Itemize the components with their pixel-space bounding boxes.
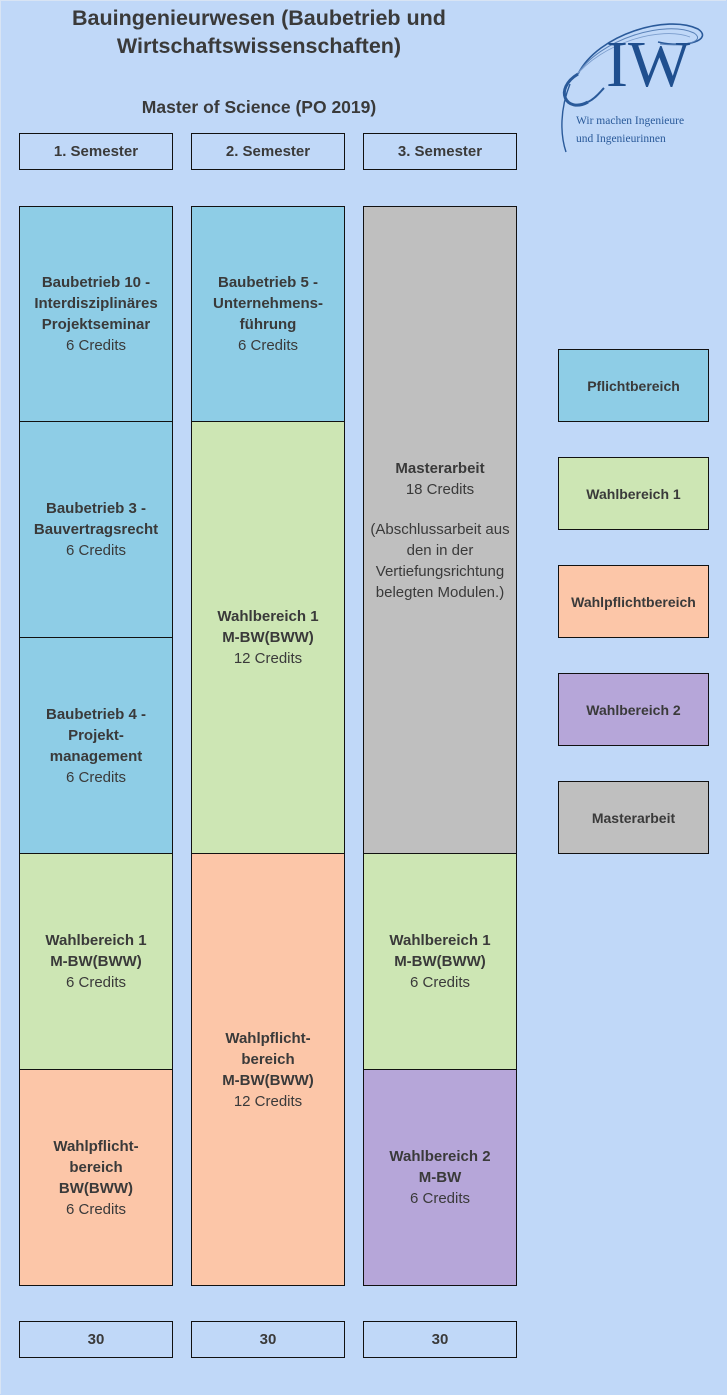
module-note-line: belegten Modulen.) bbox=[375, 583, 505, 601]
title-line-2: Wirtschaftswissenschaften) bbox=[116, 34, 402, 58]
semester-header-3: 3. Semester bbox=[363, 133, 517, 170]
module-credits: 6 Credits bbox=[409, 974, 471, 991]
module-credits: 6 Credits bbox=[409, 1190, 471, 1207]
module-credits: 6 Credits bbox=[65, 768, 127, 786]
module-name: Baubetrieb 5 - bbox=[217, 274, 319, 291]
logo-tagline-1: Wir machen Ingenieure bbox=[576, 115, 685, 127]
legend-wahlbereich-1: Wahlbereich 1 bbox=[558, 457, 709, 530]
module-note-line: (Abschlussarbeit aus bbox=[370, 520, 510, 538]
legend-label: Wahlbereich 1 bbox=[586, 485, 681, 502]
module-name: BW(BWW) bbox=[58, 1179, 134, 1197]
total-value: 30 bbox=[87, 1331, 105, 1348]
semester-header-2: 2. Semester bbox=[191, 133, 345, 170]
module-block: Wahlbereich 2 M-BW 6 Credits bbox=[363, 1069, 517, 1286]
semester-total-1: 30 bbox=[19, 1321, 173, 1358]
semester-label: 1. Semester bbox=[53, 143, 139, 160]
module-credits: 6 Credits bbox=[65, 974, 127, 991]
semester-header-1: 1. Semester bbox=[19, 133, 173, 170]
module-name: Wahlpflicht- bbox=[225, 1029, 311, 1047]
module-block: Masterarbeit 18 Credits (Abschlussarbeit a… bbox=[363, 206, 517, 854]
logo-tagline-2: und Ingenieurinnen bbox=[576, 133, 666, 145]
module-name: Baubetrieb 4 - bbox=[45, 705, 147, 723]
module-name: M-BW(BWW) bbox=[394, 953, 486, 970]
module-name: Wahlbereich 2 bbox=[389, 1148, 491, 1165]
module-name: Projektseminar bbox=[41, 316, 151, 333]
module-name: Baubetrieb 3 - bbox=[45, 500, 147, 517]
legend-label: Pflichtbereich bbox=[587, 377, 680, 394]
total-value: 30 bbox=[431, 1331, 449, 1348]
module-name: M-BW bbox=[418, 1169, 462, 1186]
semester-total-3: 30 bbox=[363, 1321, 517, 1358]
module-name: Projekt- bbox=[68, 726, 124, 744]
module-name: Wahlpflicht- bbox=[53, 1137, 139, 1155]
module-credits: 12 Credits bbox=[233, 1092, 303, 1110]
module-name: führung bbox=[239, 316, 297, 333]
module-name: Unternehmens- bbox=[212, 295, 324, 312]
module-name: bereich bbox=[241, 1050, 295, 1068]
title-line-1: Bauingenieurwesen (Baubetrieb und bbox=[72, 6, 446, 30]
legend-label: Wahlpflichtbereich bbox=[571, 593, 696, 610]
module-name: M-BW(BWW) bbox=[50, 953, 142, 970]
module-block: Wahlbereich 1 M-BW(BWW) 12 Credits bbox=[191, 421, 345, 854]
legend-pflichtbereich: Pflichtbereich bbox=[558, 349, 709, 422]
module-note-line: den in der bbox=[406, 541, 474, 559]
module-note-line: Vertiefungsrichtung bbox=[375, 562, 505, 580]
module-name: Wahlbereich 1 bbox=[389, 932, 491, 949]
module-credits: 6 Credits bbox=[65, 1200, 127, 1218]
iw-logo: IW Wir machen Ingenieure und Ingenieurin… bbox=[548, 14, 718, 156]
swoosh-icon bbox=[561, 23, 704, 153]
module-block: Baubetrieb 4 - Projekt-management 6 Credit… bbox=[19, 637, 173, 854]
module-block: Baubetrieb 5 - Unternehmens-führung 6 Cred… bbox=[191, 206, 345, 422]
module-credits: 6 Credits bbox=[65, 337, 127, 354]
module-name: M-BW(BWW) bbox=[222, 1071, 314, 1089]
module-block: Wahlbereich 1 M-BW(BWW) 6 Credits bbox=[19, 853, 173, 1070]
semester-label: 2. Semester bbox=[225, 143, 311, 160]
total-value: 30 bbox=[259, 1331, 277, 1348]
legend-wahlpflichtbereich: Wahlpflichtbereich bbox=[558, 565, 709, 638]
module-name: bereich bbox=[69, 1158, 123, 1176]
module-block: Wahlbereich 1 M-BW(BWW) 6 Credits bbox=[363, 853, 517, 1070]
module-name: Wahlbereich 1 bbox=[217, 608, 319, 625]
legend-wahlbereich-2: Wahlbereich 2 bbox=[558, 673, 709, 746]
logo-letters: IW bbox=[606, 28, 691, 101]
module-name: M-BW(BWW) bbox=[222, 629, 314, 646]
module-name: Baubetrieb 10 - bbox=[41, 274, 151, 291]
legend-label: Wahlbereich 2 bbox=[586, 701, 681, 718]
module-credits: 18 Credits bbox=[405, 480, 475, 498]
semester-total-2: 30 bbox=[191, 1321, 345, 1358]
legend-label: Masterarbeit bbox=[591, 809, 676, 826]
module-credits: 6 Credits bbox=[237, 337, 299, 354]
module-name: Bauvertragsrecht bbox=[33, 521, 159, 538]
degree-subtitle: Master of Science (PO 2019) bbox=[141, 97, 377, 117]
module-name: Wahlbereich 1 bbox=[45, 932, 147, 949]
module-name: Masterarbeit bbox=[395, 459, 485, 477]
module-block: Baubetrieb 3 - Bauvertragsrecht 6 Credits bbox=[19, 421, 173, 638]
semester-label: 3. Semester bbox=[397, 143, 483, 160]
module-credits: 12 Credits bbox=[233, 650, 303, 667]
module-credits: 6 Credits bbox=[65, 542, 127, 559]
module-name: management bbox=[49, 747, 143, 765]
legend-masterarbeit: Masterarbeit bbox=[558, 781, 709, 854]
module-name: Interdisziplinäres bbox=[34, 295, 158, 312]
page-title: Bauingenieurwesen (Baubetrieb und Wirtsc… bbox=[20, 4, 498, 60]
